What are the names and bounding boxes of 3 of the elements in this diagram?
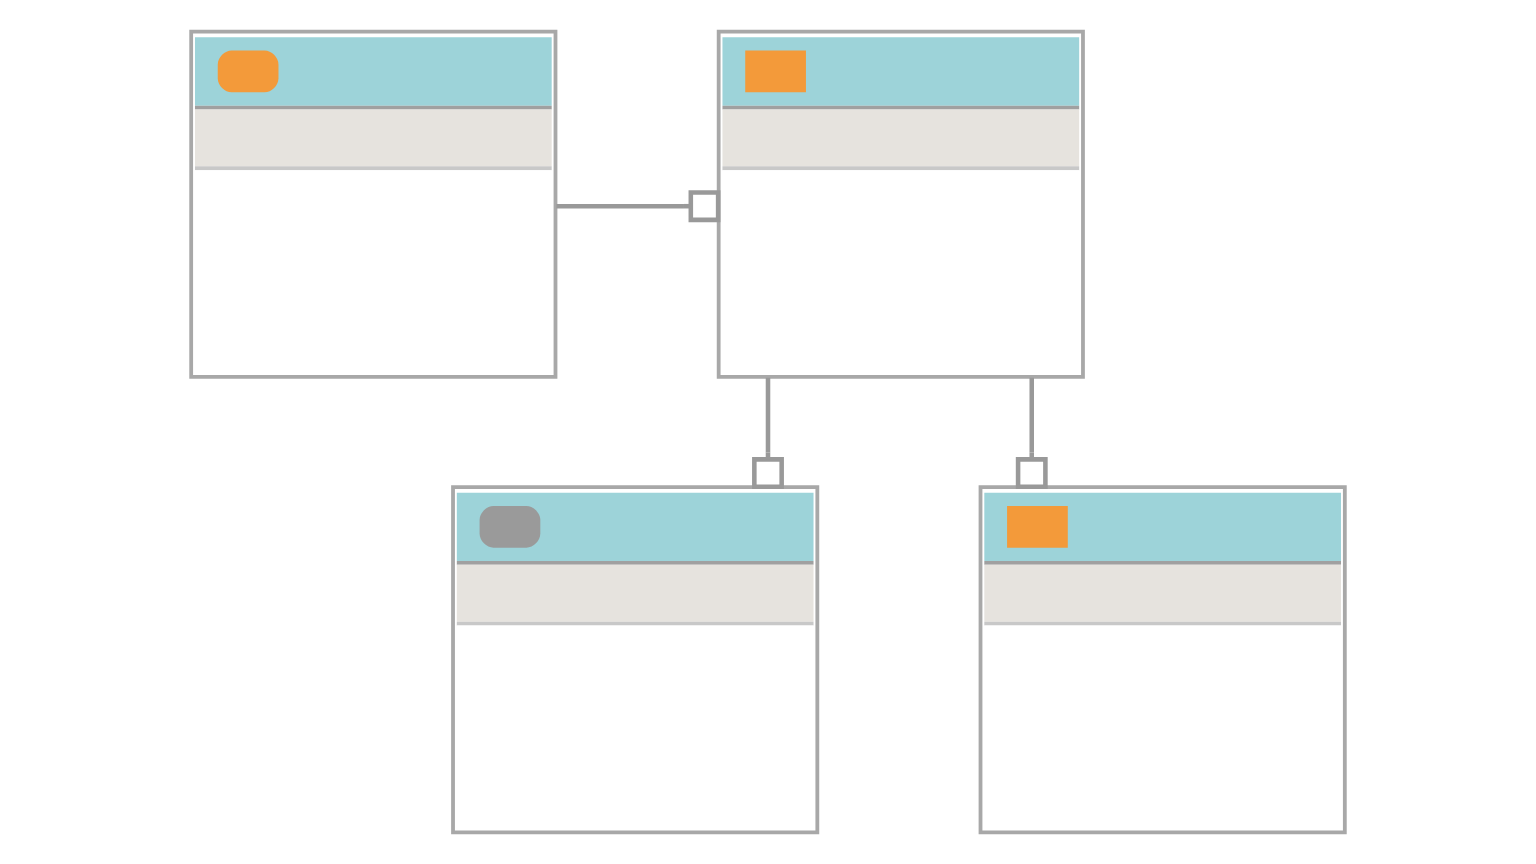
connector bbox=[556, 190, 721, 223]
connector bbox=[1015, 377, 1048, 489]
connector bbox=[752, 377, 784, 489]
